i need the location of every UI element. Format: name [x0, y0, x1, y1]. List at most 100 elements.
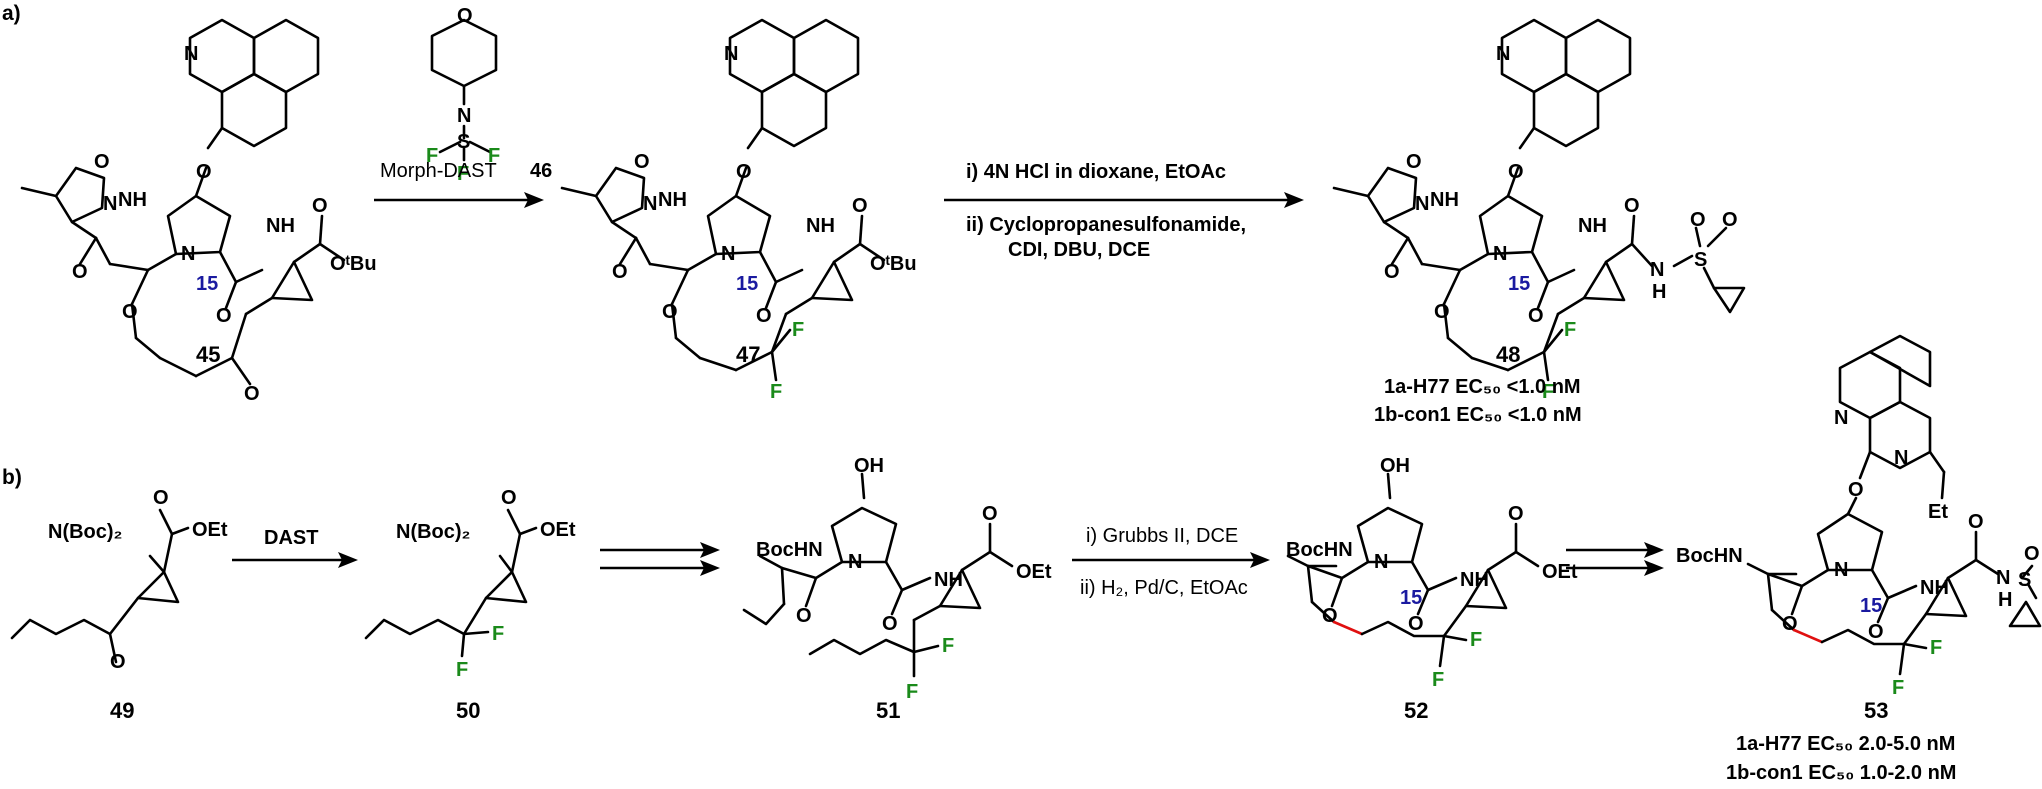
atom-f: F	[770, 381, 782, 403]
step-b3-ii: ii) H₂, Pd/C, EtOAc	[1080, 577, 1248, 599]
atom-o: O	[1406, 151, 1422, 173]
atom-o: O	[1508, 503, 1524, 525]
atom-h: H	[1652, 281, 1666, 303]
compound-48-activity-2: 1b-con1 EC₅₀ <1.0 nM	[1374, 404, 1582, 426]
compound-52-structure: OH BocHN N O O NH O OEt F F 15	[1286, 455, 1578, 691]
step-a2-ii-b: CDI, DBU, DCE	[1008, 239, 1150, 261]
atom-o: O	[94, 151, 110, 173]
atom-s: S	[1694, 249, 1707, 271]
atom-o: O	[110, 651, 126, 673]
atom-bochn: BocHN	[756, 539, 823, 561]
atom-et: Et	[1928, 501, 1948, 523]
atom-f: F	[792, 319, 804, 341]
step-a2-i: i) 4N HCl in dioxane, EtOAc	[966, 161, 1226, 183]
compound-47-structure: N O N N O O NH O O NH O OᵗBu F F 15	[560, 18, 917, 403]
atom-nboc2: N(Boc)₂	[48, 521, 122, 543]
atom-f: F	[1432, 669, 1444, 691]
atom-f: F	[1564, 319, 1576, 341]
atom-o: O	[244, 383, 260, 405]
compound-45-number: 45	[196, 342, 220, 367]
atom-n: N	[1834, 407, 1848, 429]
atom-n: N	[1493, 243, 1507, 265]
compound-53-number: 53	[1864, 698, 1888, 723]
compound-51-structure: OH BocHN N O O NH O OEt F F	[742, 455, 1052, 703]
compound-51-number: 51	[876, 698, 900, 723]
dast-label: DAST	[264, 527, 318, 549]
compound-49-number: 49	[110, 698, 134, 723]
atom-o: O	[196, 161, 212, 183]
compound-47-number: 47	[736, 342, 760, 367]
compound-53-activity-1: 1a-H77 EC₅₀ 2.0-5.0 nM	[1736, 733, 1955, 755]
morph-dast-structure: O N S F F F	[426, 5, 500, 185]
atom-nboc2: N(Boc)₂	[396, 521, 470, 543]
atom-otbu: OᵗBu	[330, 253, 377, 275]
panel-a-label: a)	[2, 2, 21, 25]
atom-o: O	[634, 151, 650, 173]
compound-45-structure: N O N N O O NH O O NH O OᵗBu O 15	[20, 18, 377, 405]
atom-nh: NH	[118, 189, 147, 211]
atom-h: H	[1998, 589, 2012, 611]
atom-o: O	[216, 305, 232, 327]
atom-o: O	[1322, 605, 1338, 627]
atom-o: O	[501, 487, 517, 509]
atom-n: N	[1894, 447, 1908, 469]
morph-dast-number: 46	[530, 160, 552, 182]
compound-53-activity-2: 1b-con1 EC₅₀ 1.0-2.0 nM	[1726, 762, 1956, 784]
step-a2-ii: ii) Cyclopropanesulfonamide,	[966, 214, 1246, 236]
atom-o: O	[882, 613, 898, 635]
atom-f: F	[906, 681, 918, 703]
atom-nh: NH	[1460, 569, 1489, 591]
compound-48-structure: N O N N O O NH O O NH O N H S O O F F 15	[1332, 18, 1746, 403]
atom-n: N	[724, 43, 738, 65]
atom-nh: NH	[658, 189, 687, 211]
atom-f: F	[457, 163, 469, 185]
atom-n: N	[721, 243, 735, 265]
atom-nh: NH	[1430, 189, 1459, 211]
atom-o: O	[662, 301, 678, 323]
panel-b-label: b)	[2, 466, 22, 489]
atom-nh: NH	[806, 215, 835, 237]
atom-n: N	[1374, 551, 1388, 573]
atom-o: O	[1690, 209, 1706, 231]
atom-o: O	[122, 301, 138, 323]
atom-o: O	[2024, 543, 2040, 565]
atom-f: F	[1542, 381, 1554, 403]
compound-53-structure: N N O Et BocHN N O O NH O N H S O F F 15	[1676, 334, 2042, 699]
atom-n: N	[1834, 559, 1848, 581]
atom-o: O	[612, 261, 628, 283]
atom-o: O	[1968, 511, 1984, 533]
atom-n: N	[1415, 193, 1429, 215]
atom-f: F	[426, 145, 438, 167]
atom-bochn: BocHN	[1676, 545, 1743, 567]
atom-o: O	[1384, 261, 1400, 283]
atom-n: N	[1996, 567, 2010, 589]
compound-48-number: 48	[1496, 342, 1520, 367]
atom-o: O	[1408, 613, 1424, 635]
atom-f: F	[1470, 629, 1482, 651]
atom-oh: OH	[1380, 455, 1410, 477]
atom-n: N	[1650, 259, 1664, 281]
atom-o: O	[1508, 161, 1524, 183]
atom-f: F	[1892, 677, 1904, 699]
ring-size-label: 15	[196, 273, 218, 295]
atom-o: O	[1528, 305, 1544, 327]
atom-f: F	[492, 623, 504, 645]
atom-o: O	[1868, 621, 1884, 643]
atom-o: O	[312, 195, 328, 217]
atom-o: O	[756, 305, 772, 327]
atom-f: F	[942, 635, 954, 657]
atom-nh: NH	[266, 215, 295, 237]
atom-o: O	[852, 195, 868, 217]
atom-oet: OEt	[540, 519, 576, 541]
atom-o: O	[982, 503, 998, 525]
atom-oet: OEt	[192, 519, 228, 541]
compound-49-structure: N(Boc)₂ O OEt O	[10, 487, 228, 673]
atom-n: N	[103, 193, 117, 215]
ring-size-label: 15	[736, 273, 758, 295]
atom-o: O	[1434, 301, 1450, 323]
atom-oet: OEt	[1016, 561, 1052, 583]
compound-52-number: 52	[1404, 698, 1428, 723]
morph-dast-label: Morph-DAST	[380, 160, 497, 182]
atom-nh: NH	[1920, 577, 1949, 599]
compound-48-activity-1: 1a-H77 EC₅₀ <1.0 nM	[1384, 376, 1581, 398]
